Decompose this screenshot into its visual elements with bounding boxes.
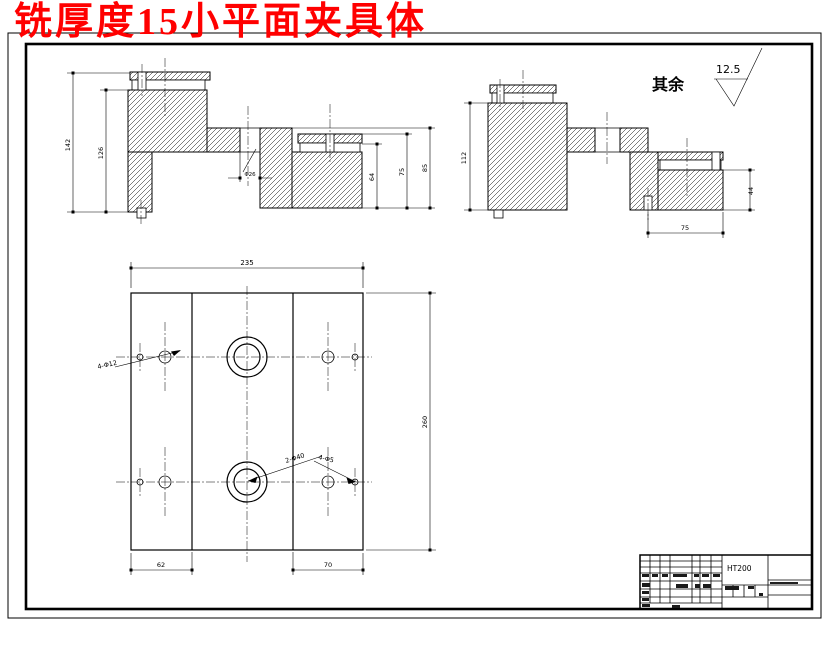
- dim-left-inner: 126: [97, 147, 105, 159]
- dim-width: 235: [240, 259, 253, 267]
- dim-right-mid: 75: [398, 168, 406, 176]
- leader-small-holes-left: 4-Φ12: [97, 359, 118, 371]
- bolt-pin: [496, 84, 505, 104]
- roughness-value: 12.5: [716, 63, 741, 76]
- border-frame: [7, 32, 822, 619]
- title-block: HT200: [639, 554, 813, 610]
- page-title: 铣厚度15小平面夹具体: [14, 1, 428, 43]
- section-left-centerlines: [140, 58, 331, 224]
- dim-ticks: [468, 101, 752, 235]
- dim-hole: Φ26: [244, 172, 256, 178]
- dim-right-outer: 85: [421, 164, 429, 172]
- material-label: HT200: [727, 564, 752, 573]
- section-right-dimensions: 112 44 75: [460, 101, 755, 238]
- section-left-body: [127, 71, 363, 219]
- plan-view: 235 260 62 70 4-Φ12 2-Φ40 4-Φ5: [97, 259, 436, 575]
- dim-bottom-right: 70: [324, 561, 332, 569]
- roughness-symbol-icon: [714, 47, 763, 107]
- section-view-right: 112 44 75: [460, 70, 755, 238]
- dim-height: 260: [421, 416, 429, 428]
- surface-roughness-note: 其余 12.5: [652, 47, 763, 107]
- bolt-pin: [136, 207, 147, 219]
- title-block-illegible-text: [642, 574, 763, 608]
- plan-centerlines: [116, 286, 372, 562]
- section-view-left: 142 126 64 75 85 Φ26: [64, 58, 435, 224]
- dim-bottom-left: 62: [157, 561, 165, 569]
- plan-leaders: 4-Φ12 2-Φ40 4-Φ5: [97, 350, 357, 484]
- dim-left: 112: [460, 152, 468, 164]
- bolt-pin: [493, 209, 504, 219]
- dim-ticks: [71, 71, 432, 214]
- roughness-note-label: 其余: [652, 75, 685, 94]
- plan-dimensions: 235 260 62 70: [129, 259, 436, 575]
- dim-bottom: 75: [681, 224, 689, 232]
- dim-ticks: [129, 266, 432, 572]
- title-block-grid: [640, 555, 812, 609]
- dim-right: 44: [747, 187, 755, 195]
- roughness-check-icon: [242, 148, 257, 173]
- section-left-dimensions: 142 126 64 75 85 Φ26: [64, 71, 435, 214]
- bolt-pin: [711, 151, 721, 171]
- leader-small-holes-right: 4-Φ5: [318, 453, 335, 464]
- dim-left-outer: 142: [64, 139, 72, 151]
- plan-holes: [136, 336, 359, 503]
- dim-right-inner: 64: [368, 173, 376, 181]
